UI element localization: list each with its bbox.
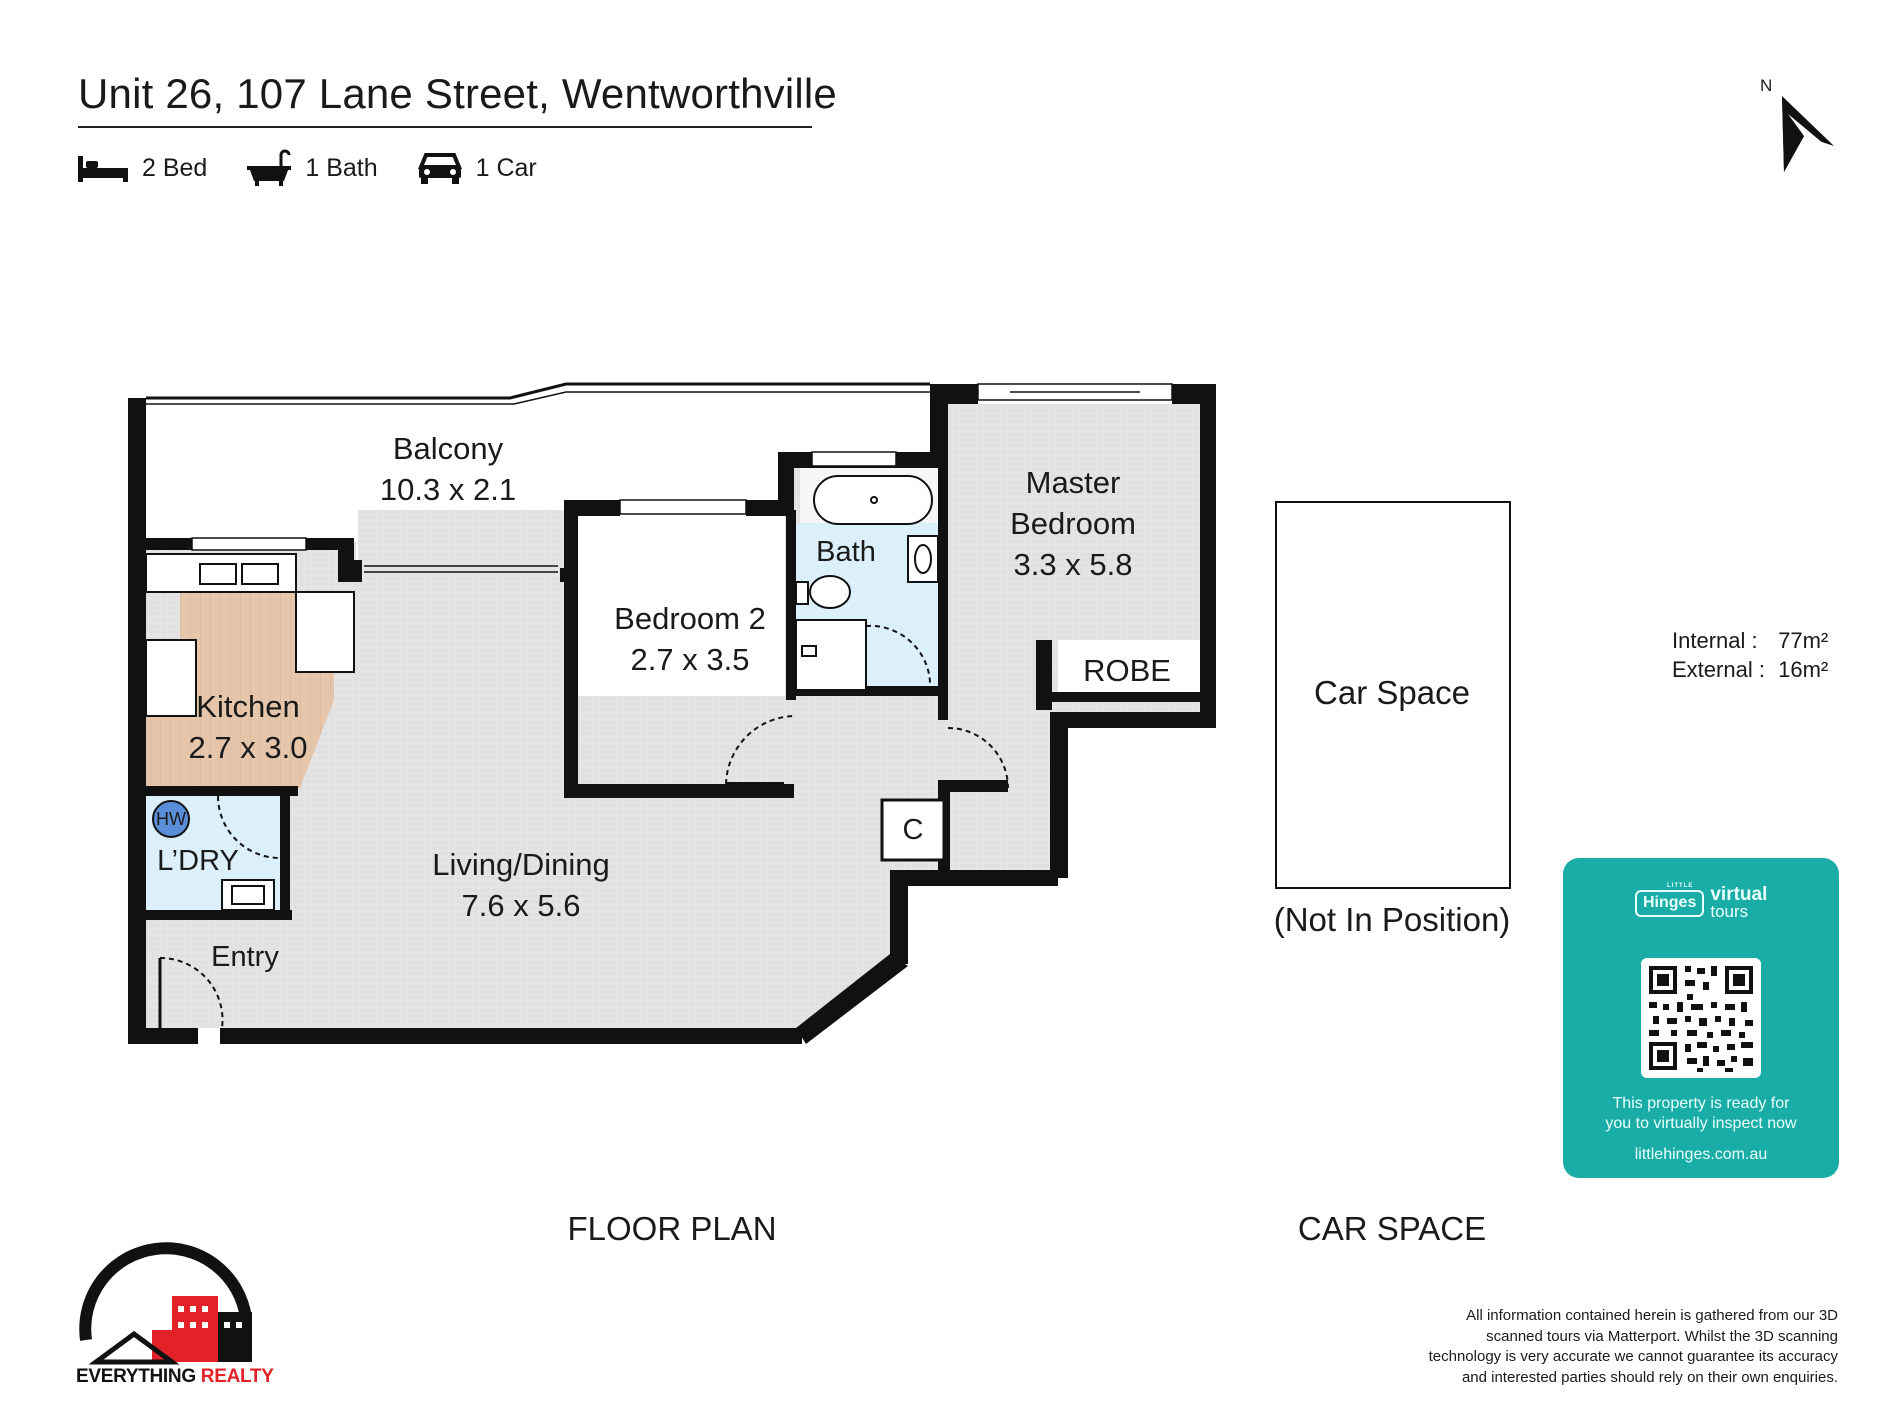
room-bedroom-2: Bedroom 2 2.7 x 3.5: [614, 598, 766, 680]
virtual-tour-url[interactable]: littlehinges.com.au: [1634, 1146, 1768, 1163]
room-bath: Bath: [816, 536, 876, 568]
brand-name: Hinges: [1643, 893, 1697, 911]
internal-area-label: Internal :: [1672, 628, 1758, 653]
little-hinges-logo: LITTLE Hinges virtual tours: [1635, 883, 1768, 921]
feature-bath: 1 Bath: [247, 149, 378, 187]
room-laundry: L’DRY: [157, 845, 239, 877]
room-balcony: Balcony 10.3 x 2.1: [380, 428, 516, 510]
virtual-tour-card[interactable]: LITTLE Hinges virtual tours: [1563, 858, 1839, 1178]
tours-word: tours: [1710, 902, 1749, 921]
virtual-tours-wordmark: virtual tours: [1710, 884, 1768, 921]
disclaimer-line-3: technology is very accurate we cannot gu…: [1428, 1348, 1838, 1365]
agency-name-part-1: EVERYTHING: [76, 1366, 201, 1387]
agency-logo: [79, 1242, 252, 1365]
floor-plan-caption: FLOOR PLAN: [567, 1210, 777, 1247]
north-arrow-icon: [1782, 96, 1834, 172]
car-space-label: Car Space: [1314, 674, 1470, 711]
external-area: External : 16m²: [1672, 657, 1828, 683]
bedroom2-name: Bedroom 2: [614, 601, 766, 636]
bed-icon: [78, 156, 128, 182]
balcony-size: 10.3 x 2.1: [379, 472, 517, 507]
room-entry: Entry: [211, 941, 279, 973]
living-name: Living/Dining: [432, 847, 610, 882]
internal-area: Internal : 77m²: [1672, 628, 1828, 654]
balcony-edge: [146, 382, 930, 400]
car-count: 1 Car: [475, 153, 537, 182]
master-name-1: Master: [1025, 465, 1121, 500]
hw-label: HW: [156, 809, 186, 829]
agency-name-part-2: REALTY: [200, 1366, 274, 1387]
title-underline: [78, 126, 812, 128]
brand-small: LITTLE: [1667, 882, 1694, 889]
room-master-bedroom: Master Bedroom 3.3 x 5.8: [1010, 462, 1136, 585]
bath-count: 1 Bath: [305, 153, 378, 182]
kitchen-floor-lower: [146, 630, 334, 788]
feature-summary: 2 Bed 1 Bath 1 Car: [78, 148, 577, 188]
hot-water-unit: [152, 800, 190, 838]
bed-count: 2 Bed: [142, 153, 208, 182]
disclaimer-line-4: and interested parties should rely on th…: [1461, 1368, 1838, 1386]
windows: [191, 383, 1173, 573]
room-cupboard: C: [902, 814, 924, 846]
room-robe: ROBE: [1083, 653, 1171, 688]
virtual-tour-line-1: This property is ready for: [1612, 1095, 1790, 1112]
external-area-label: External :: [1672, 657, 1765, 682]
living-size: 7.6 x 5.6: [461, 888, 581, 923]
disclaimer-line-2: scanned tours via Matterport. Whilst the…: [1486, 1327, 1838, 1345]
kitchen-bench: [145, 553, 355, 717]
master-name-2: Bedroom: [1010, 506, 1136, 541]
master-size: 3.3 x 5.8: [1013, 547, 1133, 582]
hinges-box: LITTLE Hinges: [1635, 883, 1705, 917]
property-title: Unit 26, 107 Lane Street, Wentworthville: [78, 70, 837, 117]
bath-fittings: [795, 475, 939, 691]
disclaimer: All information contained herein is gath…: [1318, 1306, 1838, 1388]
car-space-note: (Not In Position): [1273, 901, 1511, 938]
virtual-tour-line-2: you to virtually inspect now: [1605, 1115, 1797, 1132]
kitchen-name: Kitchen: [196, 689, 300, 724]
room-kitchen: Kitchen 2.7 x 3.0: [189, 686, 308, 768]
laundry-fittings: [217, 795, 281, 911]
virtual-tour-message: This property is ready for you to virtua…: [1563, 1094, 1839, 1134]
bath-icon: [247, 149, 292, 186]
door-swings: [159, 715, 1009, 1029]
room-living-dining: Living/Dining 7.6 x 5.6: [432, 844, 610, 926]
balcony-name: Balcony: [392, 431, 504, 466]
qr-code-icon[interactable]: [1641, 958, 1761, 1078]
feature-bed: 2 Bed: [78, 152, 207, 184]
disclaimer-line-1: All information contained herein is gath…: [1466, 1307, 1838, 1324]
north-label: N: [1760, 76, 1773, 95]
internal-area-value: 77m²: [1778, 628, 1829, 653]
car-space-caption: CAR SPACE: [1297, 1210, 1487, 1247]
car-icon: [417, 153, 462, 184]
virtual-word: virtual: [1710, 884, 1768, 905]
car-space-outline: [1275, 501, 1511, 889]
feature-car: 1 Car: [417, 151, 537, 185]
kitchen-size: 2.7 x 3.0: [188, 730, 308, 765]
bedroom2-size: 2.7 x 3.5: [630, 642, 750, 677]
agency-name: EVERYTHING REALTY: [76, 1366, 274, 1388]
external-area-value: 16m²: [1778, 657, 1829, 682]
